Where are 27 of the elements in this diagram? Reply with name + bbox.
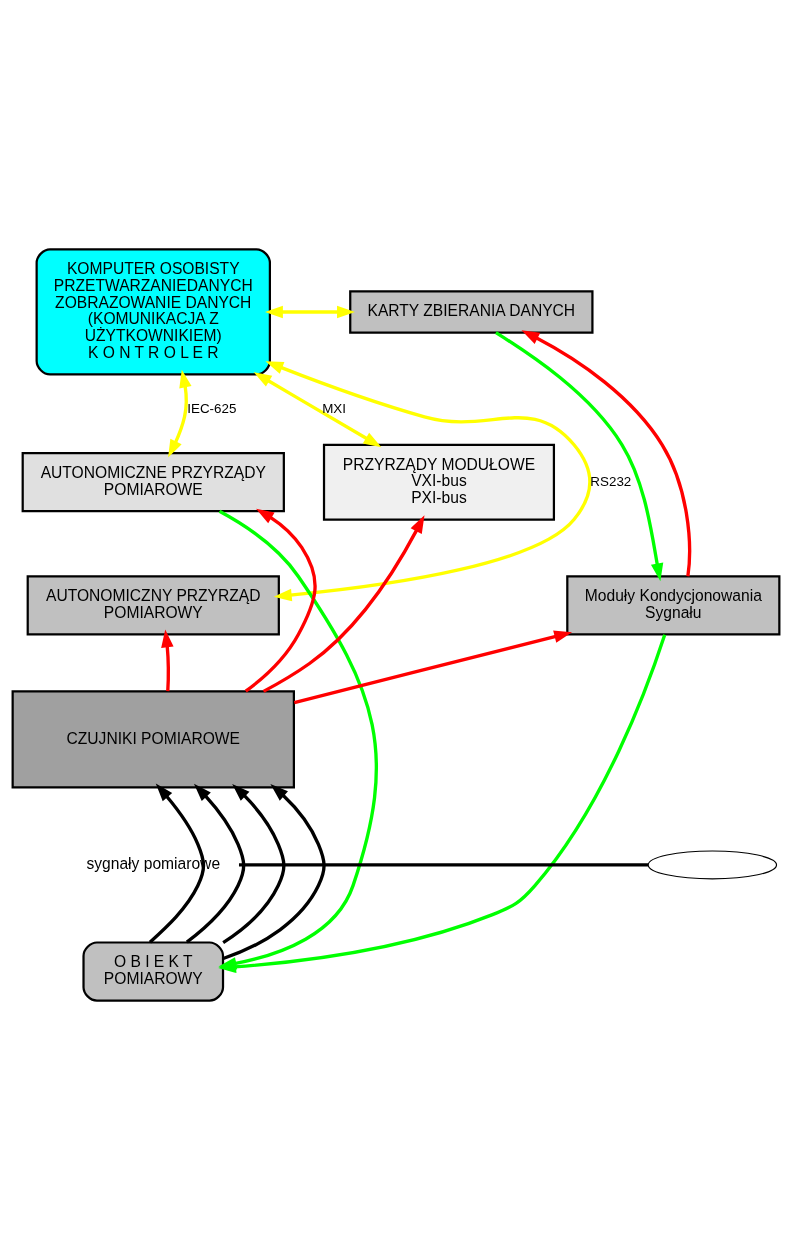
node-box: O B I E K T POMIAROWY bbox=[82, 941, 225, 1002]
node-box: CZUJNIKI POMIAROWE bbox=[11, 690, 295, 789]
node-box: PRZYRZĄDY MODUŁOWE VXI-bus PXI-bus bbox=[322, 443, 556, 521]
edge-label: MXI bbox=[322, 401, 346, 417]
arrow bbox=[495, 331, 664, 582]
node-ellipse bbox=[647, 850, 778, 880]
node-box: AUTONOMICZNY PRZYRZĄD POMIAROWY bbox=[26, 575, 280, 636]
arrow bbox=[222, 783, 286, 944]
arrow bbox=[168, 369, 192, 458]
arrow bbox=[293, 630, 573, 705]
node-box: AUTONOMICZNE PRZYRZĄDY POMIAROWE bbox=[21, 452, 285, 513]
arrow bbox=[222, 784, 326, 961]
node-box: Moduły Kondycjonowania Sygnału bbox=[566, 575, 781, 636]
arrow bbox=[244, 508, 317, 693]
arrow bbox=[161, 629, 174, 692]
edge-label: RS232 bbox=[590, 473, 632, 489]
arrow bbox=[185, 783, 246, 944]
arrow bbox=[253, 372, 382, 448]
connector bbox=[239, 863, 649, 867]
arrow bbox=[148, 783, 206, 944]
edge-label: IEC-625 bbox=[187, 401, 237, 417]
node-box: KOMPUTER OSOBISTY PRZETWARZANIEDANYCH ZOBRAZOWANIE DANYCH (KOMUNIKACJA Z UŻYTKOWNIKIEM) K O N T R O L E R bbox=[35, 248, 271, 376]
arrow bbox=[262, 515, 425, 693]
arrow bbox=[265, 361, 592, 602]
arrow bbox=[521, 330, 692, 577]
arrow bbox=[265, 305, 355, 319]
node-box: KARTY ZBIERANIA DANYCH bbox=[349, 290, 594, 334]
